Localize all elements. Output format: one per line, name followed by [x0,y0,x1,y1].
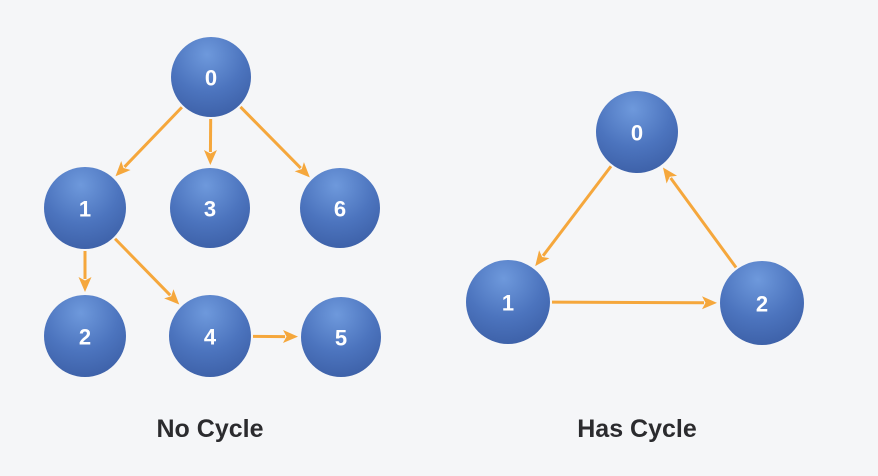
graph-edge [535,165,613,267]
node-label: 1 [79,197,91,222]
edge-arrowhead [535,250,550,267]
graph-edge [551,296,718,310]
node-circle[interactable] [170,168,250,248]
node-circle[interactable] [44,295,126,377]
graph-node[interactable]: 6 [300,168,380,248]
node-label: 4 [204,325,217,350]
edge-arrowhead [115,160,131,177]
edge-arrowhead [164,289,180,305]
graph-edge [252,330,299,344]
node-label: 0 [205,66,217,91]
node-circle[interactable] [301,297,381,377]
edge-arrowhead [662,167,678,184]
graph-node[interactable]: 3 [170,168,250,248]
node-circle[interactable] [466,260,550,344]
graph-node[interactable]: 5 [301,297,381,377]
nodes-layer: 0 1 3 6 2 4 5 0 1 2 [44,37,804,377]
node-circle[interactable] [720,261,804,345]
node-label: 0 [631,121,643,146]
edge-arrowhead [282,330,299,344]
graph-node[interactable]: 2 [44,295,126,377]
node-circle[interactable] [300,168,380,248]
edge-arrowhead [203,149,217,166]
node-label: 6 [334,197,346,222]
graph-node[interactable]: 0 [596,91,678,173]
graph-edge [115,106,183,177]
graph-node[interactable]: 2 [720,261,804,345]
node-circle[interactable] [171,37,251,117]
graph-edge [78,251,92,292]
edge-arrowhead [294,162,310,178]
graph-edge [113,237,180,305]
node-label: 2 [756,292,768,317]
node-label: 5 [335,326,347,351]
graph-edge [203,118,217,166]
captions-layer: No Cycle Has Cycle [157,415,697,443]
node-circle[interactable] [596,91,678,173]
graph-node[interactable]: 4 [169,295,251,377]
edge-arrowhead [78,277,92,292]
edges-layer [78,105,738,344]
graph-node[interactable]: 1 [466,260,550,344]
panel-caption: No Cycle [157,415,264,443]
node-label: 1 [502,291,514,316]
node-label: 3 [204,197,216,222]
edge-arrowhead [701,296,718,310]
graph-node[interactable]: 1 [44,167,126,249]
node-label: 2 [79,325,91,350]
graph-edge [662,167,738,269]
panel-caption: Has Cycle [577,415,697,443]
node-circle[interactable] [169,295,251,377]
node-circle[interactable] [44,167,126,249]
graph-edge [239,105,310,178]
graph-node[interactable]: 0 [171,37,251,117]
